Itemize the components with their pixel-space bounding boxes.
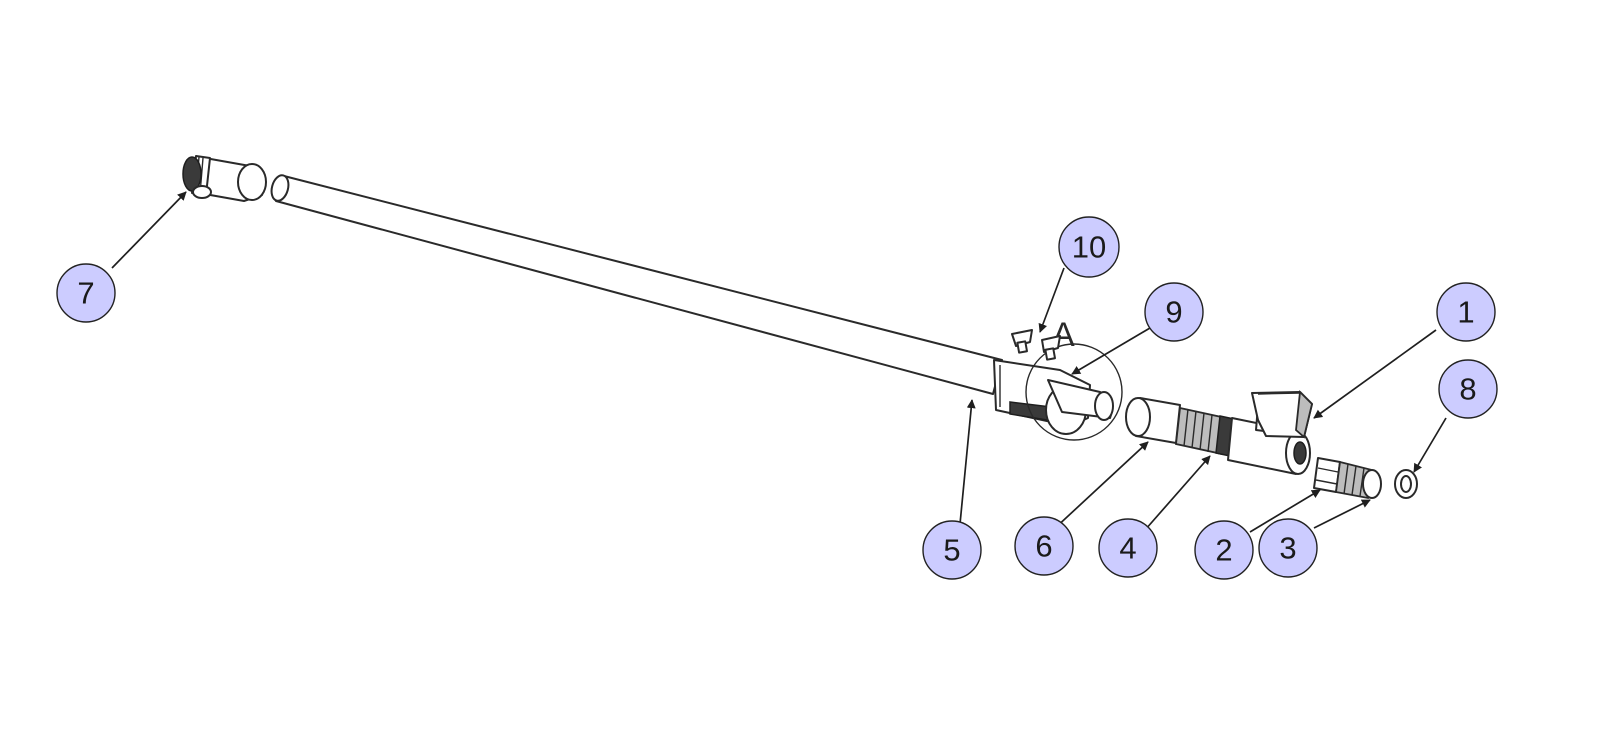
balloon-1: 1 <box>1436 282 1496 342</box>
part-4-threaded-connector <box>1175 406 1235 457</box>
leader-7 <box>111 191 187 269</box>
svg-text:4: 4 <box>1119 531 1136 566</box>
part-10-screw <box>1011 329 1033 354</box>
balloon-6: 6 <box>1014 516 1074 576</box>
part-3-fitting <box>1334 460 1382 500</box>
leader-1 <box>1313 329 1437 419</box>
svg-text:10: 10 <box>1072 230 1106 265</box>
svg-text:6: 6 <box>1035 529 1052 564</box>
part-6-sleeve <box>1125 397 1181 444</box>
tube-clamp-bracket <box>993 359 1114 435</box>
leader-9 <box>1071 327 1151 375</box>
detail-a-circle <box>1025 343 1123 441</box>
leader-5 <box>959 399 976 525</box>
svg-text:8: 8 <box>1459 372 1476 407</box>
balloon-3: 3 <box>1258 518 1318 578</box>
part-1-valve <box>1227 390 1313 475</box>
part-9-screw <box>1041 335 1061 361</box>
svg-text:3: 3 <box>1279 531 1296 566</box>
part-5-long-tube <box>270 174 1003 395</box>
part-7-end-coupling <box>182 155 267 202</box>
balloon-9: 9 <box>1144 282 1204 342</box>
svg-text:2: 2 <box>1215 533 1232 568</box>
leader-3 <box>1313 499 1371 529</box>
leader-8 <box>1413 417 1447 473</box>
leader-6 <box>1052 441 1149 531</box>
balloon-10: 10 <box>1058 216 1120 278</box>
balloon-5: 5 <box>922 520 982 580</box>
svg-text:9: 9 <box>1165 295 1182 330</box>
leader-10 <box>1038 267 1065 333</box>
balloon-2: 2 <box>1194 520 1254 580</box>
leader-4 <box>1144 455 1211 531</box>
balloon-8: 8 <box>1438 359 1498 419</box>
leader-2 <box>1249 489 1321 533</box>
svg-text:5: 5 <box>943 533 960 568</box>
svg-text:7: 7 <box>77 276 94 311</box>
balloon-4: 4 <box>1098 518 1158 578</box>
svg-text:1: 1 <box>1457 295 1474 330</box>
balloon-7: 7 <box>56 263 116 323</box>
part-8-o-ring <box>1394 469 1418 499</box>
